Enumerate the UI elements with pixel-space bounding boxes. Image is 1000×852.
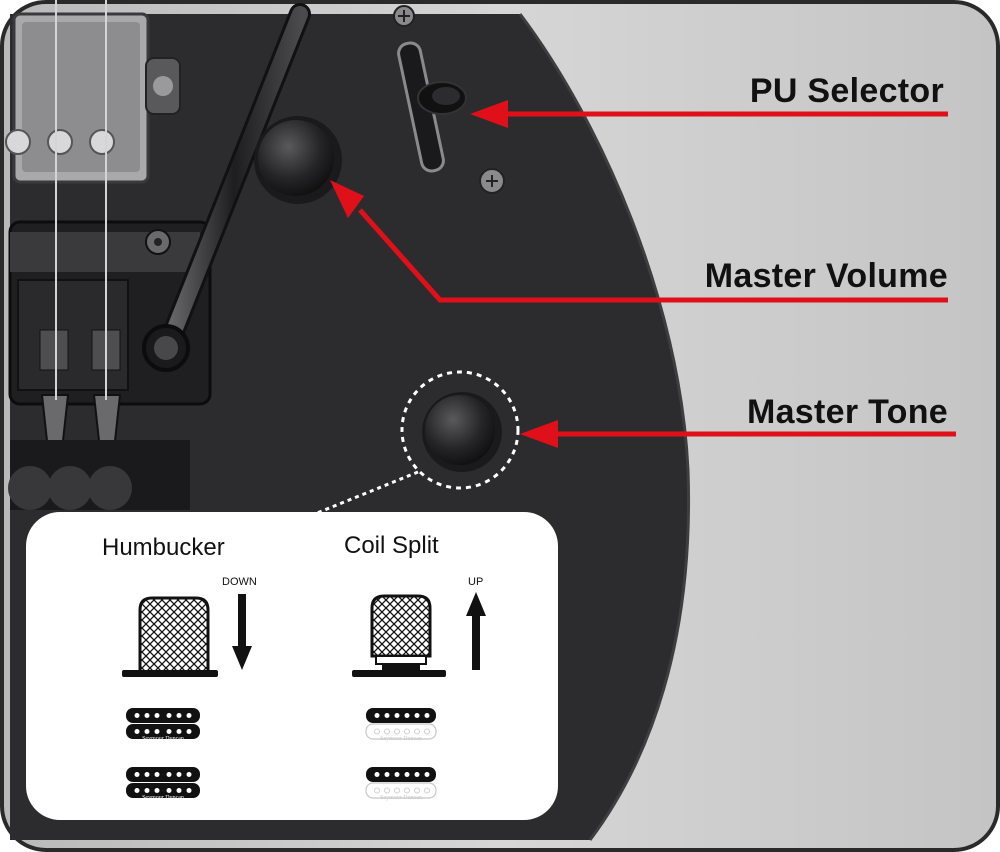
- pu-selector-label: PU Selector: [749, 72, 944, 110]
- pickup-brand-text: Seymour Duncan: [380, 795, 422, 801]
- coil-split-title: Coil Split: [344, 532, 439, 559]
- master-tone-knob: [400, 370, 520, 490]
- pickup-brand-text: Seymour Duncan: [142, 795, 184, 801]
- coil-split-pickup-1: [365, 708, 437, 740]
- pickup-selector-switch: [393, 5, 505, 194]
- inset-illustration: Seymour Duncan Seymour Duncan Seymour Du…: [122, 592, 486, 801]
- tone-knob-function-inset: Seymour Duncan Seymour Duncan Seymour Du…: [26, 512, 558, 820]
- master-tone-arrow: [520, 420, 956, 448]
- master-volume-label: Master Volume: [704, 257, 948, 295]
- up-arrow-icon: [466, 592, 486, 670]
- coil-split-knob-icon: [352, 594, 446, 677]
- humbucker-pickup-1: [126, 708, 200, 739]
- pu-selector-arrow: [470, 100, 948, 128]
- pickup-brand-text: Seymour Duncan: [380, 736, 422, 742]
- coil-split-pickup-2: [365, 767, 437, 799]
- humbucker-knob-icon: [122, 596, 218, 677]
- master-tone-label: Master Tone: [746, 393, 948, 431]
- humbucker-pickup-2: [126, 767, 200, 798]
- down-arrow-icon: [232, 594, 252, 670]
- up-label: UP: [468, 576, 484, 588]
- master-volume-arrow: [330, 180, 948, 303]
- humbucker-title: Humbucker: [102, 534, 225, 561]
- pickup-brand-text: Seymour Duncan: [142, 736, 184, 742]
- tremolo-arm: [142, 3, 311, 372]
- strings: [55, 0, 107, 400]
- neck-pickup: [5, 12, 181, 184]
- master-volume-knob: [254, 116, 342, 204]
- down-label: DOWN: [222, 576, 257, 588]
